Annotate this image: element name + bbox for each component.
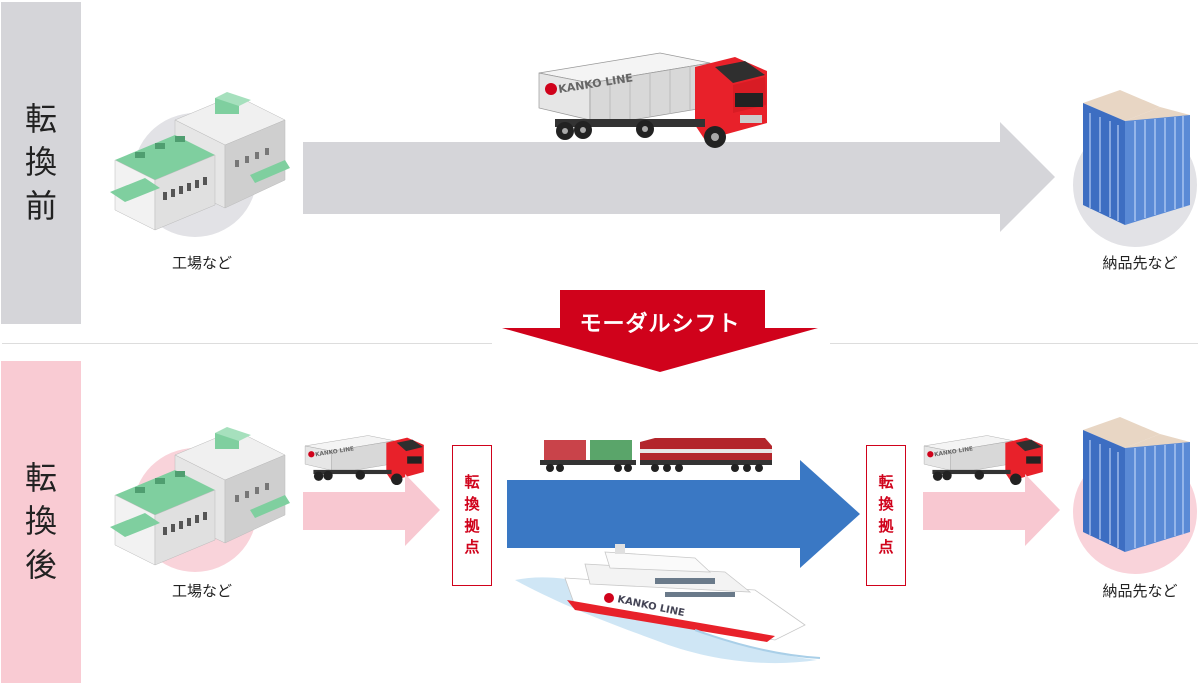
- divider-left: [2, 343, 492, 344]
- transfer-hub-right: 転 換 拠 点: [866, 445, 906, 586]
- before-origin-caption: 工場など: [171, 254, 232, 272]
- after-destination-caption: 納品先など: [1102, 582, 1178, 600]
- before-destination-caption: 納品先など: [1102, 254, 1178, 272]
- hub-right-char-2: 換: [878, 494, 894, 513]
- after-label: 転 換 後: [1, 361, 81, 683]
- hub-left-char-4: 点: [464, 538, 480, 557]
- after-band: [1, 361, 81, 683]
- after-label-char-2: 換: [24, 502, 57, 541]
- transfer-hub-left: 転 換 拠 点: [452, 445, 492, 586]
- blue-rail-sea-arrow: [507, 460, 860, 568]
- hub-left-char-1: 転: [464, 473, 480, 491]
- before-label-char-2: 換: [24, 143, 57, 182]
- hub-right-char-4: 点: [878, 538, 894, 557]
- modal-shift-label: モーダルシフト: [579, 312, 741, 337]
- divider-right: [830, 343, 1198, 344]
- building-icon: [1073, 417, 1197, 574]
- after-label-char-3: 後: [24, 545, 57, 584]
- pink-arrow-left: [303, 474, 440, 546]
- small-truck-icon: KANKO LINE: [304, 435, 424, 485]
- hub-right-char-1: 転: [878, 473, 894, 491]
- before-label: 転 換 前: [1, 2, 81, 324]
- hub-left-char-2: 換: [464, 494, 480, 513]
- before-band: [1, 2, 81, 324]
- building-icon: [1073, 90, 1197, 247]
- before-gray-arrow: [303, 122, 1055, 232]
- hub-left-char-3: 拠: [464, 516, 480, 535]
- before-label-char-1: 転: [24, 100, 57, 139]
- pink-arrow-right: [923, 474, 1060, 546]
- modal-shift-arrow: [502, 290, 818, 372]
- freight-train-icon: [540, 438, 772, 472]
- after-label-char-1: 転: [24, 459, 57, 498]
- before-label-char-3: 前: [24, 186, 57, 225]
- after-origin-caption: 工場など: [171, 582, 232, 600]
- factory-icon: [110, 427, 290, 572]
- small-truck-icon: KANKO LINE: [923, 435, 1043, 485]
- ferry-icon: KANKO LINE: [515, 544, 821, 664]
- factory-icon: [110, 92, 290, 237]
- truck-icon: KANKO LINE: [538, 52, 767, 148]
- hub-right-char-3: 拠: [878, 516, 894, 535]
